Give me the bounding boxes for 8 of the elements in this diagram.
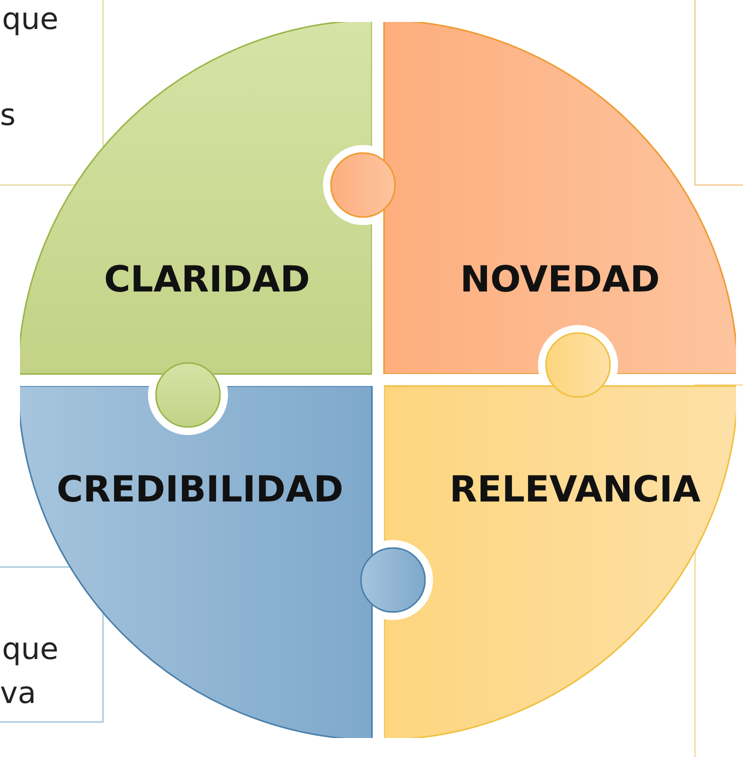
piece-label: RELEVANCIA [450,470,700,510]
text-fragment: va [0,676,36,711]
piece-label: CLARIDAD [104,260,310,300]
piece-label: NOVEDAD [460,260,660,300]
text-fragment: que [2,2,59,37]
piece-label: CREDIBILIDAD [56,470,344,510]
text-fragment: que [2,632,59,667]
text-fragment: s [0,98,16,133]
